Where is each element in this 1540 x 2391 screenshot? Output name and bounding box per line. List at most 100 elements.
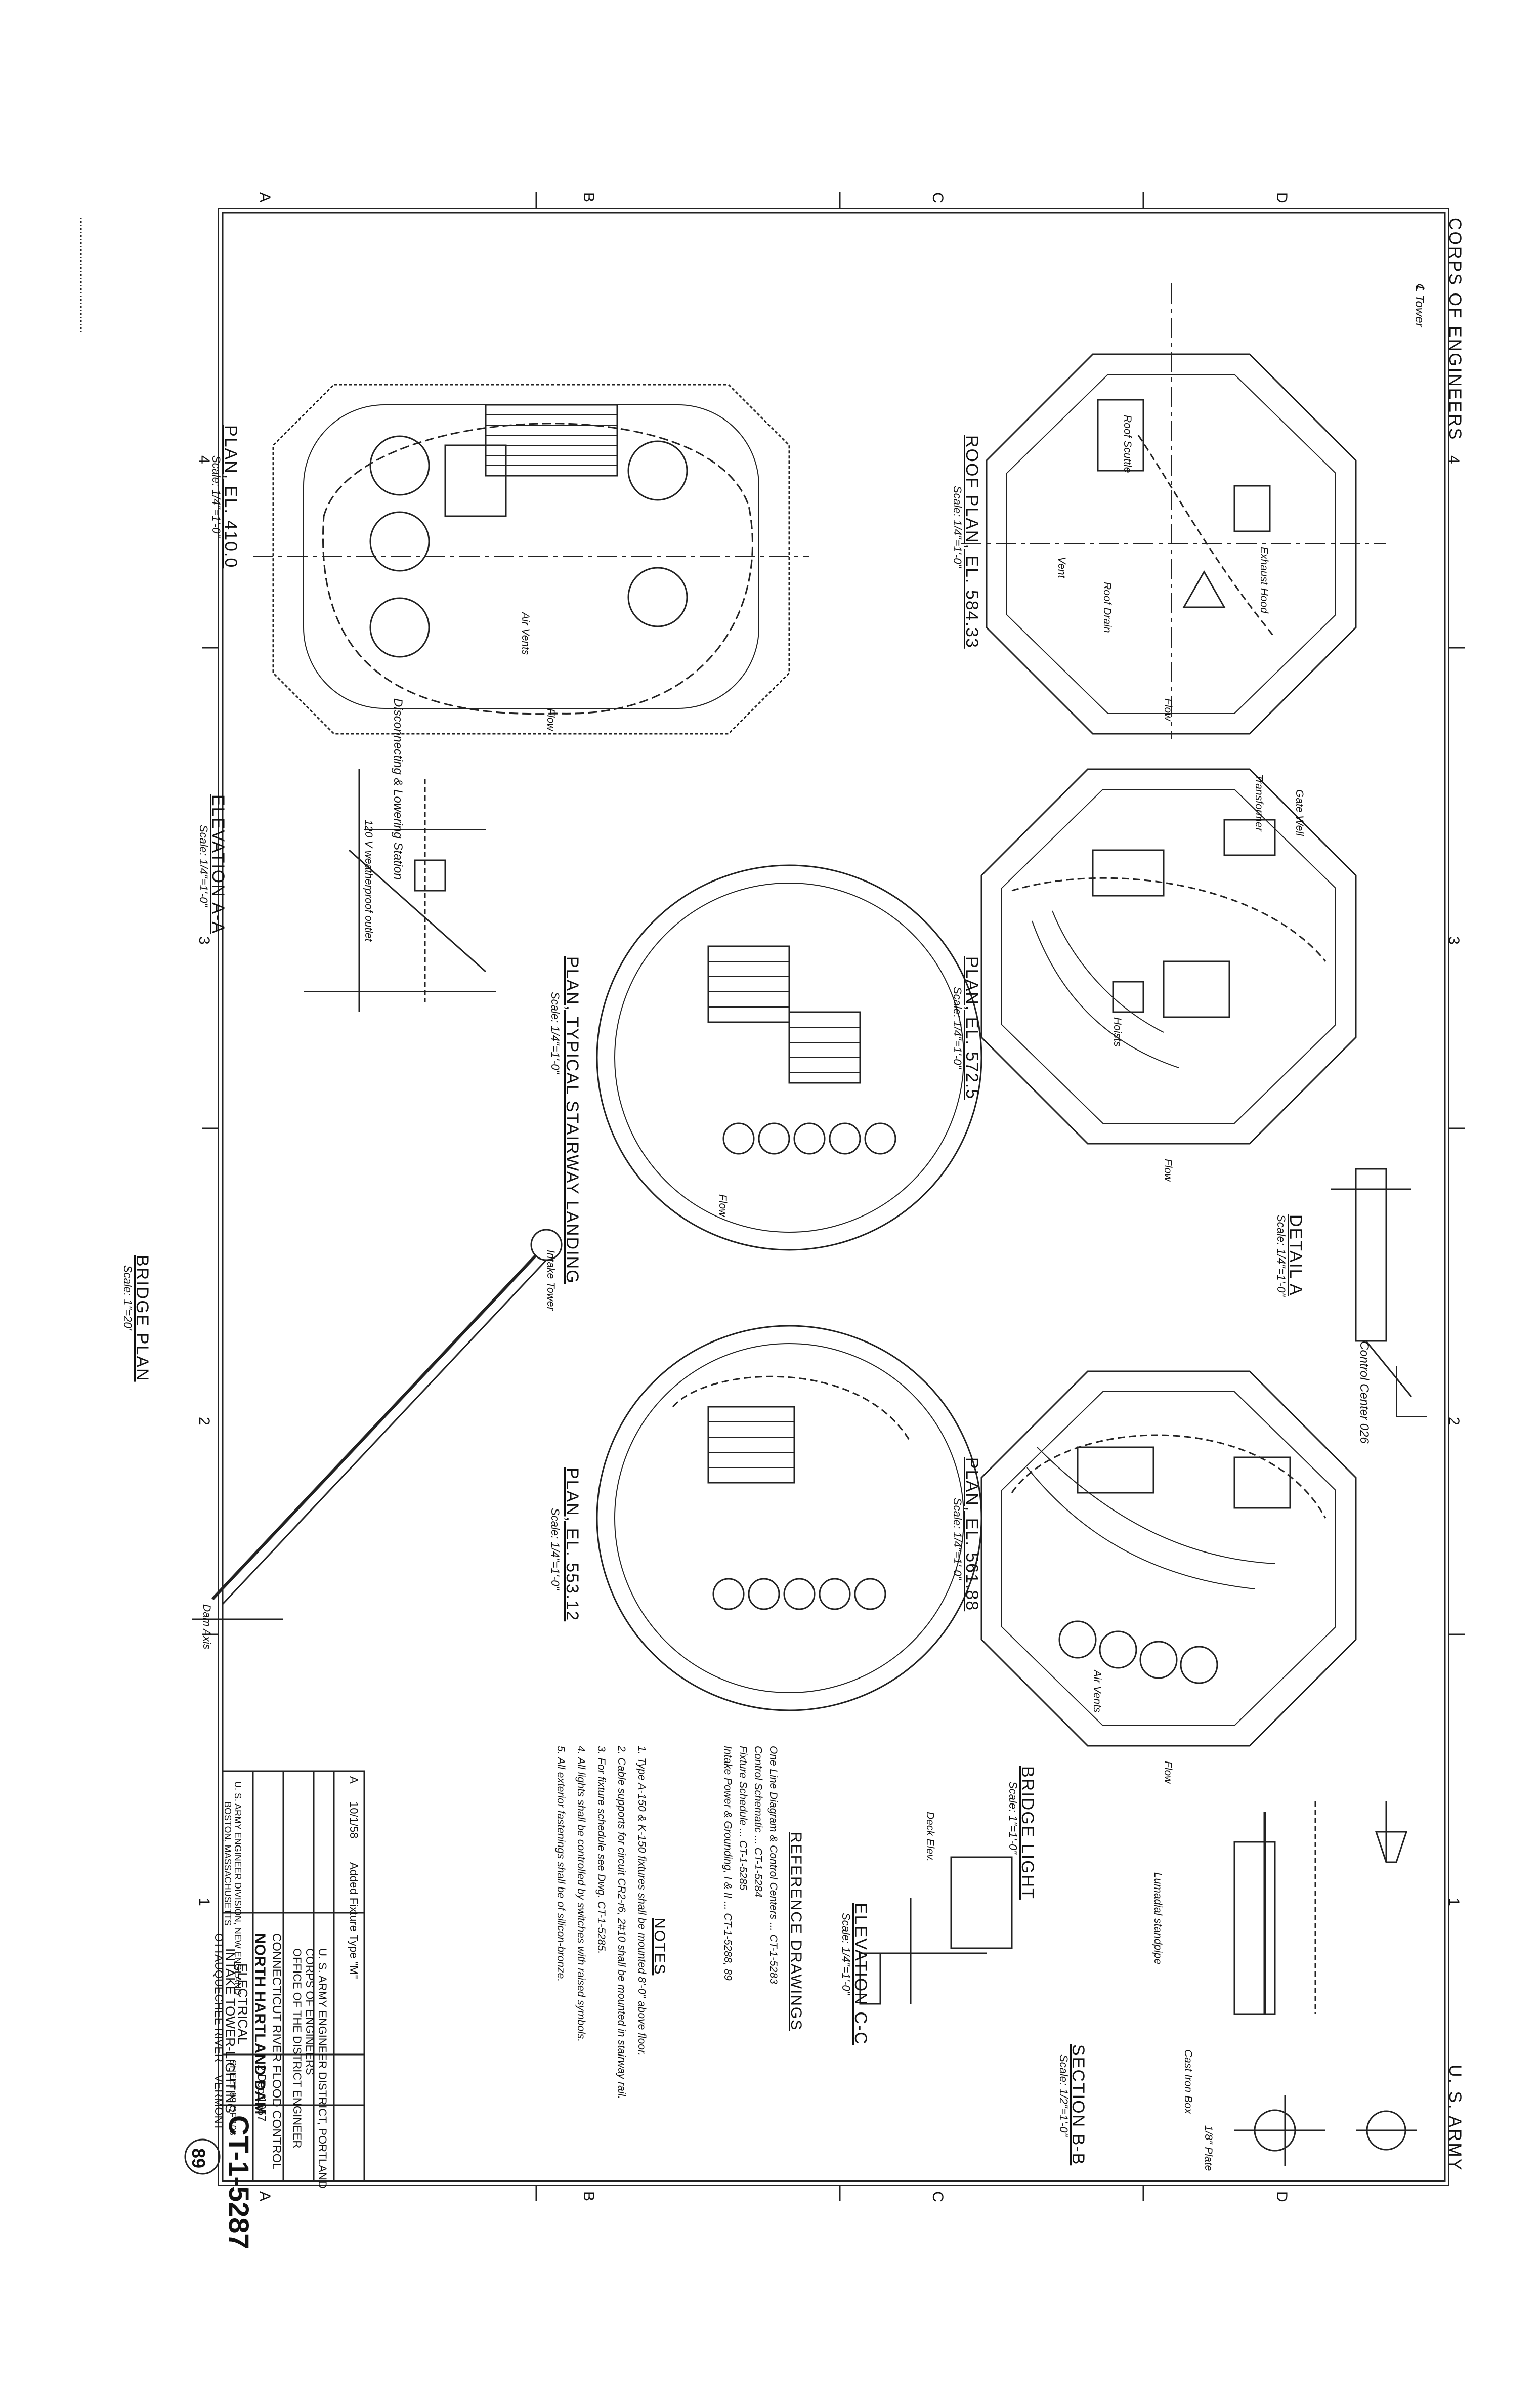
label-cast-iron-box: Cast Iron Box	[1182, 2049, 1194, 2114]
sheet-circle	[184, 2138, 221, 2175]
note-item-4: 4. All lights shall be controlled by swi…	[575, 1746, 587, 2042]
revision-mark: A	[348, 1776, 360, 1784]
note-item-1: 1. Type A-150 & K-150 fixtures shall be …	[636, 1746, 648, 2057]
label-flow-stair: Flow	[717, 1194, 729, 1217]
plan-stair-title: PLAN, TYPICAL STAIRWAY LANDING	[563, 956, 582, 1284]
bridge-plan-outline	[192, 1229, 563, 1620]
plan-561-scale: Scale: 1/4"=1'-0"	[951, 1498, 964, 1580]
grid-letter-c: C	[929, 192, 946, 203]
grid-letter-b: B	[580, 192, 597, 203]
tb-date: 2 Dec 1957	[255, 2065, 268, 2122]
bridge-plan-title: BRIDGE PLAN	[133, 1255, 152, 1382]
header-left: CORPS OF ENGINEERS	[1445, 218, 1465, 441]
label-disconnecting: Disconnecting & Lowering Station	[391, 698, 405, 880]
revision-date: 10/1/58	[348, 1801, 360, 1839]
tb-corps: CORPS OF ENGINEERS	[304, 1948, 316, 2075]
bridge-light-scale: Scale: 1"=1'-0"	[1007, 1781, 1019, 1854]
sheet-circle-number: 89	[188, 2148, 209, 2169]
detail-a-outline	[1331, 1168, 1427, 1417]
label-roof-drain: Roof Drain	[1101, 582, 1113, 633]
plan-553-title: PLAN, EL. 553.12	[563, 1467, 582, 1622]
sheet-border-outer	[218, 208, 1449, 2186]
bridge-light-outline	[1233, 1801, 1408, 2015]
label-control-center: Control Center 026	[1357, 1341, 1371, 1444]
plan-553-scale: Scale: 1/4"=1'-0"	[549, 1508, 562, 1590]
tb-drawing-number: CT-1-5287	[223, 2115, 255, 2249]
plan-410-title: PLAN, EL. 410.0	[221, 425, 240, 569]
plan-572-outline	[980, 768, 1357, 1145]
reference-item-1: One Line Diagram & Control Centers ... C…	[767, 1746, 779, 1984]
label-tower: ℄ Tower	[1413, 283, 1426, 327]
grid-number-1: 1	[196, 1898, 212, 1906]
grid-letter-a: A	[256, 192, 273, 203]
plan-410-scale: Scale: 1/4"=1'-0"	[210, 455, 223, 538]
elev-aa-outline	[304, 769, 496, 1012]
tb-district: U. S. ARMY ENGINEER DISTRICT, PORTLAND	[316, 1948, 329, 2189]
grid-number-1-right: 1	[1445, 1898, 1462, 1906]
plan-572-title: PLAN, EL. 572.5	[962, 956, 981, 1100]
label-vent: Vent	[1056, 557, 1067, 578]
elev-aa-title: ELEVATION A-A	[208, 794, 228, 935]
roof-plan-title: ROOF PLAN, EL. 584.33	[962, 435, 981, 649]
label-flow-410: Flow	[545, 708, 557, 731]
grid-letter-b-bottom: B	[580, 2191, 597, 2202]
sheet-border	[222, 212, 1446, 2182]
elev-cc-outline	[859, 1856, 1013, 2005]
tb-division: U. S. ARMY ENGINEER DIVISION, NEW ENGLAN…	[233, 1781, 243, 1995]
grid-number-2: 2	[196, 1417, 212, 1425]
label-plate: 1/8" Plate	[1203, 2125, 1214, 2171]
label-flow-561: Flow	[1162, 1761, 1174, 1784]
tb-city: BOSTON, MASSACHUSETTS	[223, 1801, 233, 1926]
label-dam-axis: Dam Axis	[201, 1604, 212, 1650]
label-weatherproof-outlet: 120 V weatherproof outlet	[363, 820, 374, 942]
plan-stair-scale: Scale: 1/4"=1'-0"	[549, 992, 562, 1074]
note-item-5: 5. All exterior fastenings shall be of s…	[555, 1746, 567, 1982]
label-air-vents-410: Air Vents	[520, 612, 531, 655]
note-item-3: 3. For fixture schedule see Dwg. CT-1-52…	[595, 1746, 607, 1954]
grid-letter-c-bottom: C	[929, 2191, 946, 2202]
reference-item-2: Control Schematic ... CT-1-5284	[752, 1746, 764, 1898]
note-item-2: 2. Cable supports for circuit CR2-r6, 2#…	[616, 1746, 627, 2099]
label-air-vents-561: Air Vents	[1091, 1670, 1103, 1713]
bridge-plan-scale: Scale: 1"=20'	[121, 1265, 134, 1330]
label-exhaust-hood: Exhaust Hood	[1258, 547, 1270, 613]
plan-410-outline	[253, 384, 809, 735]
elev-cc-scale: Scale: 1/4"=1'-0"	[840, 1913, 852, 1995]
grid-number-2-right: 2	[1445, 1417, 1462, 1425]
label-roof-scuttle: Roof Scuttle	[1122, 415, 1133, 473]
label-flow-572: Flow	[1162, 1159, 1174, 1182]
reference-item-4: Intake Power & Grounding, I & II ... CT-…	[722, 1746, 734, 1981]
label-hoists: Hoists	[1111, 1017, 1123, 1047]
grid-number-4-right: 4	[1445, 455, 1462, 464]
grid-number-3: 3	[196, 936, 212, 945]
label-transformer: Transformer	[1253, 774, 1265, 831]
label-flow-roof: Flow	[1162, 698, 1174, 721]
reference-title: REFERENCE DRAWINGS	[788, 1832, 804, 2031]
grid-letter-a-bottom: A	[256, 2191, 273, 2202]
section-bb-outline	[1234, 2095, 1417, 2166]
label-deck-elev: Deck Elev.	[924, 1812, 936, 1862]
elev-cc-title: ELEVATION C-C	[851, 1903, 870, 2045]
tb-office: OFFICE OF THE DISTRICT ENGINEER	[291, 1948, 304, 2149]
plan-stair-outline	[596, 864, 982, 1251]
section-bb-scale: Scale: 1/2"=1'-0"	[1057, 2054, 1070, 2137]
label-gate-well: Gate Well	[1294, 789, 1305, 836]
detail-a-scale: Scale: 1/4"=1'-0"	[1275, 1214, 1288, 1297]
plan-561-title: PLAN, EL. 561.88	[962, 1457, 981, 1612]
title-block-frame	[222, 1770, 365, 2182]
grid-letter-d-bottom: D	[1273, 2191, 1290, 2202]
grid-number-3-right: 3	[1445, 936, 1462, 945]
roof-plan-scale: Scale: 1/4"=1'-0"	[951, 486, 964, 568]
plan-572-scale: Scale: 1/4"=1'-0"	[951, 987, 964, 1069]
revision-description: Added Fixture Type "M"	[348, 1862, 360, 1979]
plan-553-outline	[596, 1325, 982, 1711]
reference-item-3: Fixture Schedule ... CT-1-5285	[737, 1746, 749, 1891]
roof-plan-outline	[961, 283, 1386, 739]
header-right: U. S. ARMY	[1445, 2065, 1465, 2172]
label-intake-tower: Intake Tower	[545, 1250, 557, 1311]
tb-project: CONNECTICUT RIVER FLOOD CONTROL	[270, 1933, 283, 2170]
grid-letter-d: D	[1273, 192, 1290, 203]
elev-aa-scale: Scale: 1/4"=1'-0"	[197, 825, 210, 907]
